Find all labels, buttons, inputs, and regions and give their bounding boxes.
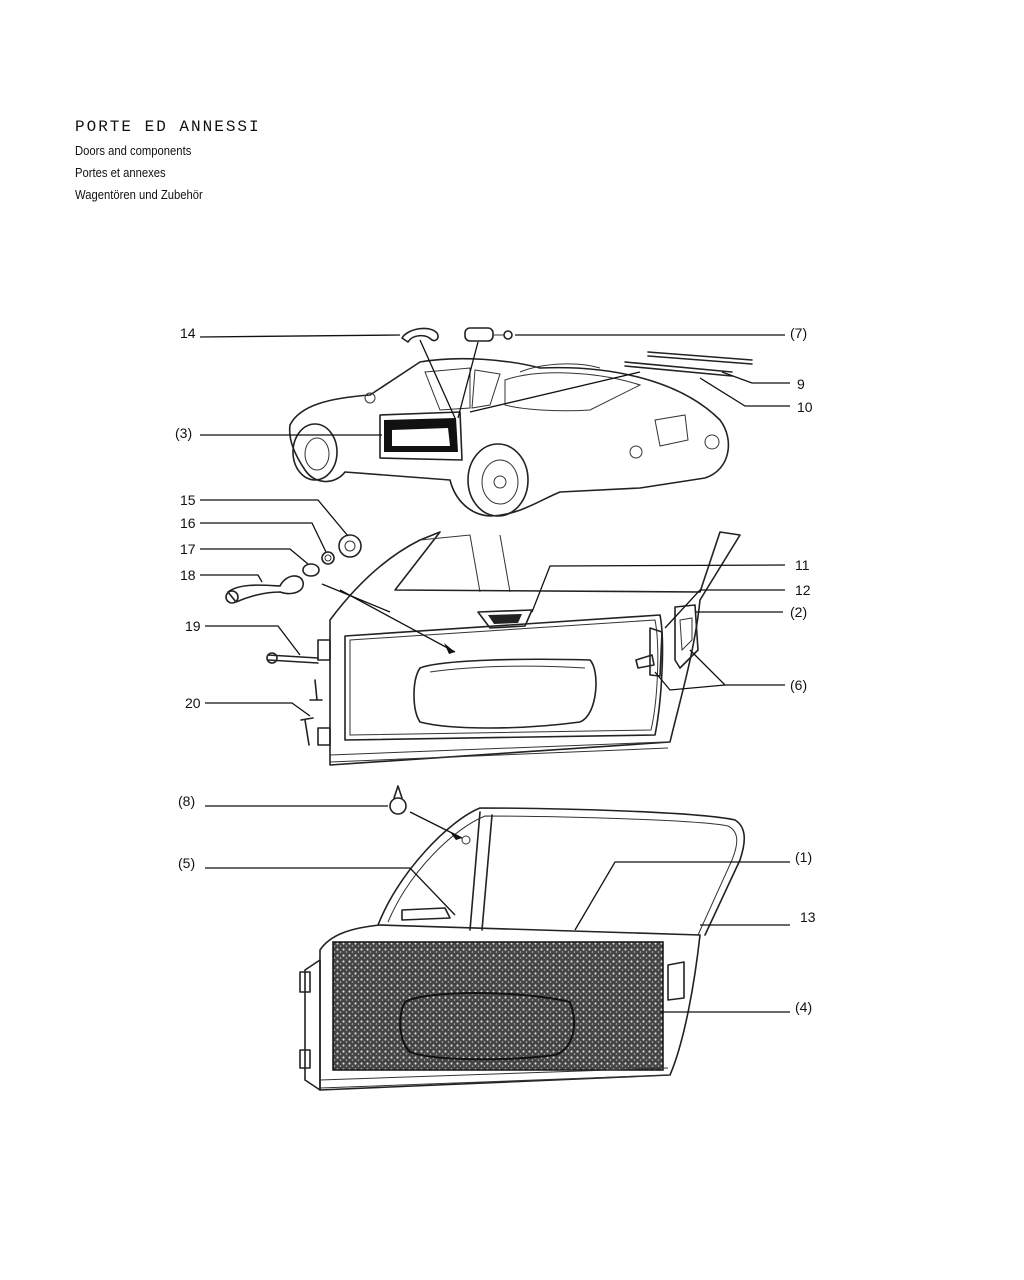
callout-5: (5) bbox=[178, 855, 195, 871]
callout-6: (6) bbox=[790, 677, 807, 693]
callout-13: 13 bbox=[800, 909, 816, 925]
callout-4: (4) bbox=[795, 999, 812, 1015]
callout-11: 11 bbox=[795, 557, 810, 573]
callout-9: 9 bbox=[797, 376, 805, 392]
callout-19: 19 bbox=[185, 618, 201, 634]
subtitle-french: Portes et annexes bbox=[75, 166, 166, 180]
callout-7: (7) bbox=[790, 325, 807, 341]
callout-labels: 14 (7) 9 10 (3) 15 16 17 18 19 20 11 12 … bbox=[175, 325, 816, 1015]
door-inner-panel bbox=[225, 531, 741, 766]
title-block: PORTE ED ANNESSI Doors and components Po… bbox=[75, 118, 261, 206]
callout-2: (2) bbox=[790, 604, 807, 620]
leader-lines bbox=[199, 334, 790, 1013]
callout-14: 14 bbox=[180, 325, 196, 341]
page-title: PORTE ED ANNESSI bbox=[75, 118, 261, 136]
callout-8: (8) bbox=[178, 793, 195, 809]
callout-20: 20 bbox=[185, 695, 201, 711]
subtitle-german: Wagentören und Zubehör bbox=[75, 188, 203, 202]
callout-16: 16 bbox=[180, 515, 196, 531]
callout-1: (1) bbox=[795, 849, 812, 865]
callout-17: 17 bbox=[180, 541, 196, 557]
callout-3: (3) bbox=[175, 425, 192, 441]
door-outer bbox=[299, 785, 746, 1091]
callout-15: 15 bbox=[180, 492, 196, 508]
subtitle-english: Doors and components bbox=[75, 144, 192, 158]
callout-12: 12 bbox=[795, 582, 811, 598]
callout-10: 10 bbox=[797, 399, 813, 415]
callout-18: 18 bbox=[180, 567, 196, 583]
car-illustration bbox=[288, 327, 753, 517]
